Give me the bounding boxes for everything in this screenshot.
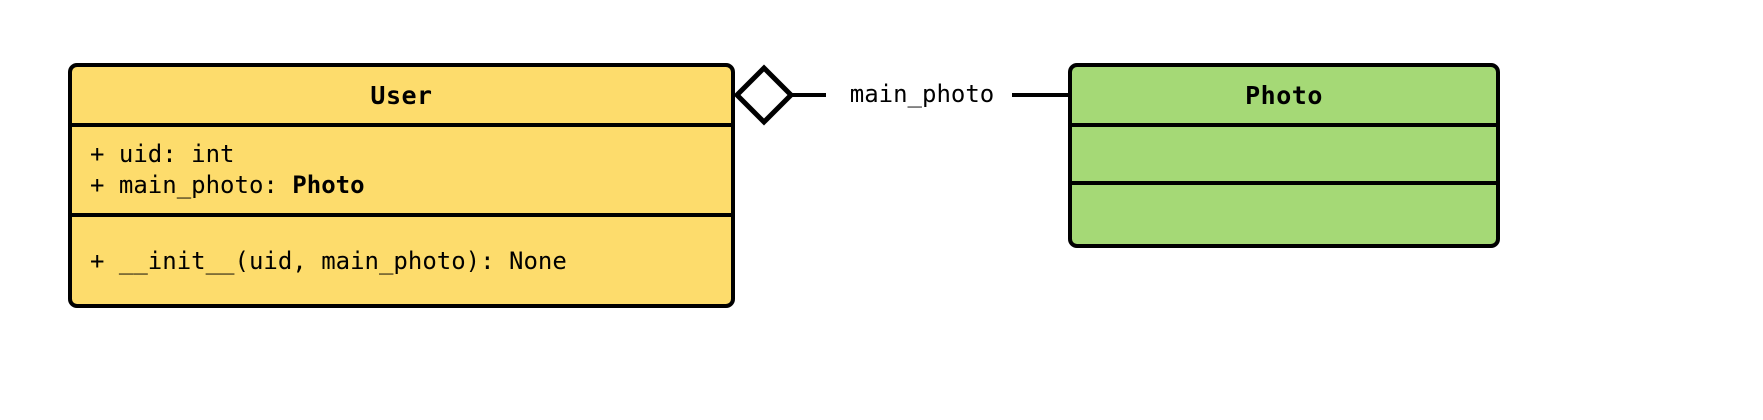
class-attributes-photo [1072, 123, 1496, 181]
class-box-user[interactable]: User + uid: int + main_photo: Photo + __… [68, 63, 735, 308]
attribute-row: + main_photo: Photo [90, 170, 731, 201]
class-methods-user: + __init__(uid, main_photo): None [72, 213, 731, 304]
class-methods-photo [1072, 181, 1496, 244]
attribute-text: + main_photo: [90, 171, 293, 199]
class-attributes-user: + uid: int + main_photo: Photo [72, 123, 731, 213]
association-line-right [1012, 93, 1068, 97]
class-title-photo: Photo [1245, 80, 1323, 110]
method-row: + __init__(uid, main_photo): None [90, 244, 731, 278]
class-title-user: User [370, 80, 433, 110]
attribute-text: + uid: int [90, 140, 235, 168]
association-line-left [792, 93, 832, 97]
attribute-type-ref: Photo [292, 171, 365, 199]
class-box-photo[interactable]: Photo [1068, 63, 1500, 248]
method-text: + __init__(uid, main_photo): None [90, 246, 567, 275]
association-label: main_photo [826, 79, 1018, 109]
attribute-row: + uid: int [90, 139, 731, 170]
aggregation-diamond-icon [733, 64, 795, 126]
